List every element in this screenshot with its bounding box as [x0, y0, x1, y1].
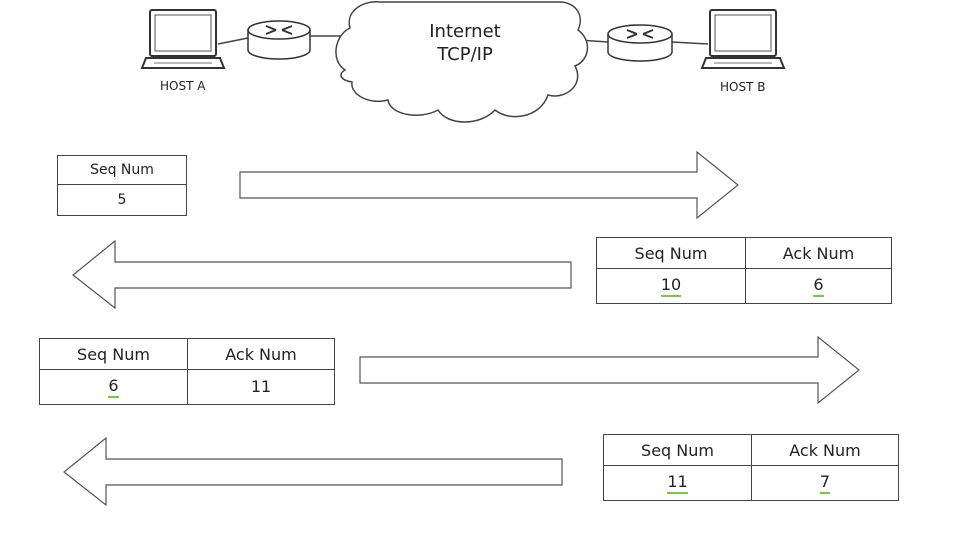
ack-num-header: Ack Num: [187, 338, 335, 370]
seq-num-header: Seq Num: [39, 338, 188, 370]
seq-num-value: 10: [596, 268, 746, 304]
packet-3: Seq Num Ack Num 6 11: [39, 338, 335, 405]
ack-num-value: 11: [187, 369, 335, 405]
host-b-label: HOST B: [720, 80, 766, 94]
link-host-a-router: [217, 37, 249, 45]
seq-num-value: 11: [603, 465, 752, 501]
seq-num-header: Seq Num: [596, 237, 746, 269]
router-icon-a: [247, 20, 311, 60]
seq-num-value: 6: [39, 369, 188, 405]
cloud-label-line1: Internet: [429, 21, 501, 42]
laptop-icon-host-b: [700, 9, 786, 69]
internet-cloud: [335, 1, 589, 123]
packet-1: Seq Num 5: [57, 155, 187, 216]
host-a-label: HOST A: [160, 79, 206, 93]
ack-num-value: 6: [745, 268, 892, 304]
packet-2: Seq Num Ack Num 10 6: [596, 237, 892, 304]
seq-num-value: 5: [57, 184, 187, 216]
arrow-left-2: [72, 239, 572, 310]
arrow-left-4: [63, 436, 563, 507]
ack-num-value: 7: [751, 465, 899, 501]
laptop-icon-host-a: [140, 9, 226, 69]
ack-num-header: Ack Num: [745, 237, 892, 269]
arrow-right-1: [239, 150, 739, 220]
ack-num-header: Ack Num: [751, 434, 899, 466]
cloud-label: Internet TCP/IP: [410, 20, 520, 66]
router-icon-b: [607, 24, 673, 62]
link-router-host-b: [671, 41, 709, 45]
seq-num-header: Seq Num: [57, 155, 187, 185]
seq-num-header: Seq Num: [603, 434, 752, 466]
cloud-label-line2: TCP/IP: [437, 44, 493, 65]
packet-4: Seq Num Ack Num 11 7: [603, 434, 899, 501]
arrow-right-3: [359, 335, 860, 405]
